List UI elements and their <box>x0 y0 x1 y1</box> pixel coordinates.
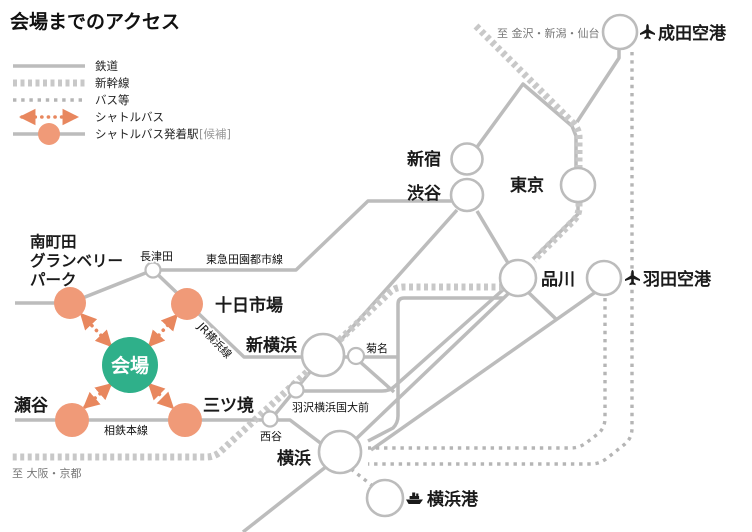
station-circle-shibuya <box>449 177 485 213</box>
legend-shuttle-station-circle-sample <box>38 123 60 145</box>
shuttle-venue-seya <box>82 382 113 410</box>
station-circle-yokohama-port <box>365 478 405 518</box>
line-shibuya-shinagawa <box>475 210 510 264</box>
line-shinagawa-keikyu-branch <box>526 290 559 322</box>
line-shibuya-shinyokohama <box>330 208 459 352</box>
station-label-minamimachida-3: パーク <box>30 271 77 289</box>
station-circle-shinyokohama <box>300 332 346 378</box>
legend-railway-label: 鉄道 <box>95 59 118 73</box>
station-label-nishiya: 西谷 <box>260 430 282 443</box>
station-label-shinjuku: 新宿 <box>407 149 441 170</box>
station-label-yokohama: 横浜 <box>277 448 311 469</box>
railway-lines <box>15 50 621 532</box>
station-label-yokohama-port: 横浜港 <box>427 489 479 510</box>
line-shinagawa-yokohama-local <box>367 296 503 443</box>
station-circle-haneda-airport <box>585 259 623 297</box>
station-label-tokyo: 東京 <box>510 175 544 196</box>
venue-marker: 会場 <box>102 337 158 393</box>
legend-shinkansen-label: 新幹線 <box>95 76 130 90</box>
station-circle-nagatsuta <box>144 261 162 279</box>
direction-label-west: 至 大阪・京都 <box>12 466 82 480</box>
shuttle-station-circle-mitsukyo <box>168 403 202 437</box>
station-label-narita-airport: 成田空港 <box>658 23 727 44</box>
line-label-sotetsu-main: 相鉄本線 <box>104 423 148 437</box>
station-circle-narita-airport <box>601 13 639 51</box>
shinkansen-north-diagonal <box>473 23 575 125</box>
station-label-minamimachida-1: 南町田 <box>30 232 77 251</box>
line-yokohama-west <box>241 464 329 532</box>
station-circle-shinagawa <box>498 258 538 298</box>
line-hazawa-shinagawa <box>300 286 507 393</box>
legend-shuttle-station-label: シャトルバス発着駅 <box>95 127 199 141</box>
legend-shuttle-station-note: [候補] <box>199 127 231 141</box>
bus-lines <box>349 52 634 489</box>
station-circle-nishiya <box>261 410 279 428</box>
airplane-icon <box>625 270 640 286</box>
shuttle-station-circle-seya <box>55 403 89 437</box>
station-label-nagatsuta: 長津田 <box>140 250 173 263</box>
shuttle-station-circle-minamimachida <box>54 287 86 319</box>
shuttle-station-circle-tokaichiba <box>171 288 203 320</box>
page-title: 会場までのアクセス <box>10 10 180 33</box>
direction-label-north: 至 金沢・新潟・仙台 <box>497 26 600 40</box>
bus-haneda-yokohama <box>368 298 607 450</box>
venue-circle <box>102 337 158 393</box>
shinkansen-tokyo-shinagawa <box>531 119 583 263</box>
station-label-hazawa: 羽沢横浜国大前 <box>292 400 369 414</box>
map-icons <box>406 24 655 504</box>
station-circle-shinjuku <box>450 142 484 176</box>
line-tokaido <box>355 289 513 440</box>
legend-shuttle-label: シャトルバス <box>95 110 164 124</box>
venue-label: 会場 <box>111 354 149 377</box>
legend: 鉄道 新幹線 バス等 シャトルバス シャトルバス発着駅 [候補] <box>13 59 231 145</box>
line-kikuna-connector <box>356 358 396 394</box>
station-label-kikuna: 菊名 <box>366 341 388 355</box>
shuttle-lines <box>79 312 179 410</box>
ship-icon <box>406 492 423 504</box>
line-keikyu <box>369 289 599 452</box>
station-label-seya: 瀬谷 <box>14 396 49 416</box>
station-label-minamimachida-2: グランベリー <box>30 251 123 270</box>
station-circles <box>54 13 639 518</box>
shuttle-venue-minamimachida <box>79 312 113 348</box>
shuttle-venue-tokaichiba <box>147 313 179 348</box>
line-sotetsu-main <box>15 418 329 450</box>
shuttle-venue-mitsukyo <box>147 382 175 410</box>
station-circle-hazawa <box>287 381 305 399</box>
station-circle-yokohama <box>317 429 363 475</box>
station-label-shinyokohama: 新横浜 <box>246 335 297 356</box>
station-label-shinagawa: 品川 <box>541 270 575 290</box>
legend-bus-label: バス等 <box>95 93 130 107</box>
shinkansen-lines <box>10 23 583 461</box>
station-label-haneda-airport: 羽田空港 <box>643 269 712 290</box>
bus-narita-yokohama <box>368 52 634 466</box>
line-narita-junction <box>575 50 621 123</box>
line-label-tokyu-denentoshi: 東急田園都市線 <box>206 252 283 266</box>
station-circle-kikuna <box>346 346 366 366</box>
station-label-mitsukyo: 三ツ境 <box>203 395 254 416</box>
station-circle-tokyo <box>559 166 597 204</box>
station-label-shibuya: 渋谷 <box>407 183 442 204</box>
shinkansen-shinagawa-shinyokohama <box>327 283 503 352</box>
station-label-tokaichiba: 十日市場 <box>215 295 283 316</box>
airplane-icon <box>640 24 655 40</box>
